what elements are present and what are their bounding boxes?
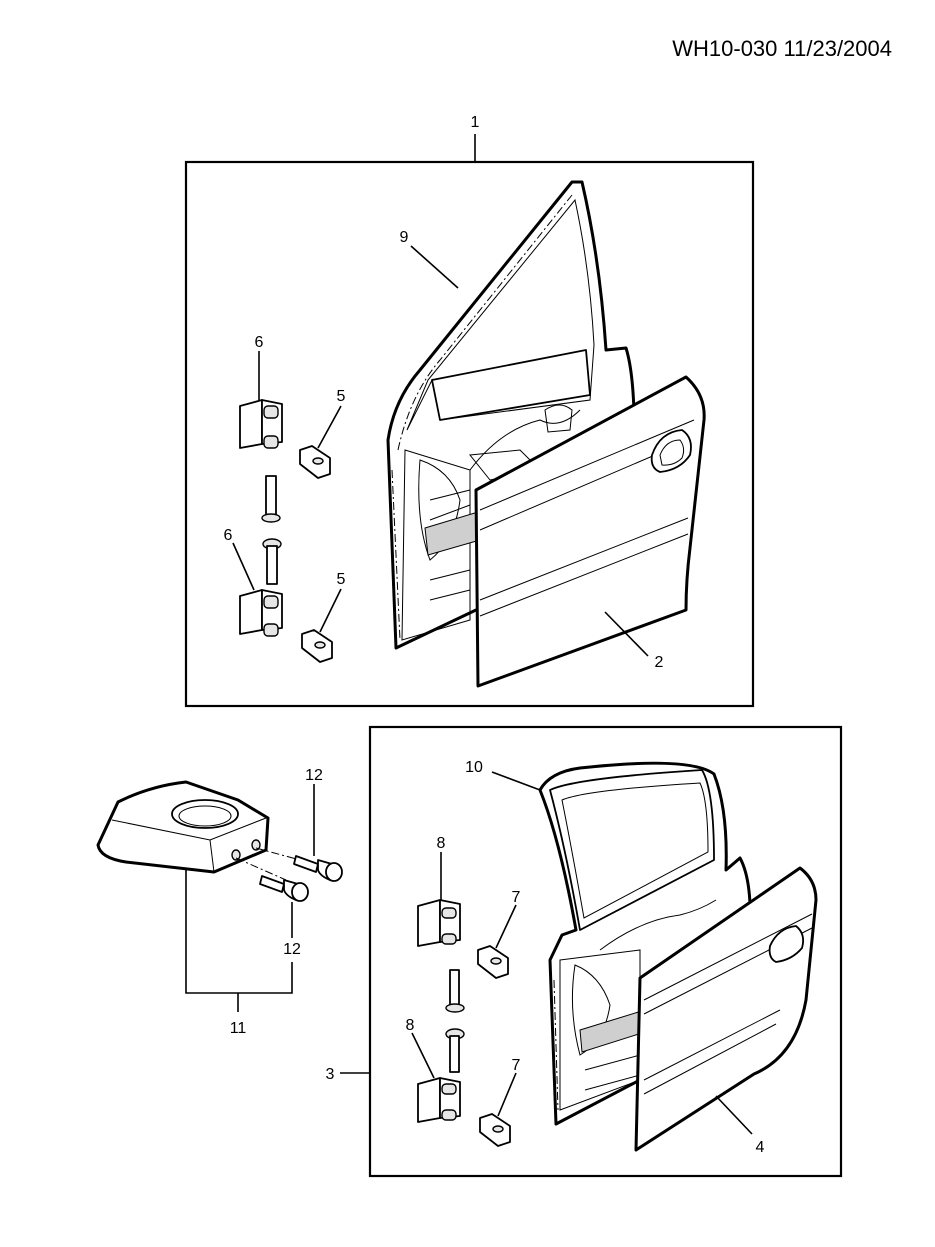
rear-door-outer-panel — [634, 866, 818, 1152]
callout-7a-leader — [495, 904, 517, 949]
front-upper-bumper — [299, 445, 331, 479]
diagram-code: WH10-030 11/23/2004 — [672, 36, 892, 61]
rear-lower-bumper — [479, 1113, 511, 1147]
callout-12a: 12 — [305, 767, 323, 784]
front-upper-hinge — [239, 399, 283, 449]
callout-4-leader — [715, 1095, 753, 1135]
callout-5b-leader — [319, 588, 342, 633]
callout-9: 9 — [400, 229, 409, 246]
callout-2-leader — [604, 611, 649, 657]
callout-3: 3 — [326, 1066, 335, 1083]
callout-10-leader — [491, 771, 541, 791]
front-door-outer-panel — [474, 375, 706, 688]
callout-8b: 8 — [406, 1017, 415, 1034]
rear-lower-hinge — [417, 1077, 461, 1123]
callout-11: 11 — [230, 1020, 247, 1037]
callout-2: 2 — [655, 654, 664, 671]
rear-upper-bumper — [477, 945, 509, 979]
callout-6b: 6 — [224, 527, 233, 544]
callout-11-bracket — [185, 870, 293, 994]
callout-9-leader — [410, 245, 459, 289]
mirror-bracket-assembly — [96, 780, 301, 881]
callout-7b: 7 — [512, 1057, 521, 1074]
callout-5a-leader — [317, 405, 342, 449]
front-hinge-pin-lower — [262, 538, 282, 585]
bracket-bolt-lower — [259, 875, 309, 902]
callout-7b-leader — [497, 1072, 517, 1117]
callout-4: 4 — [756, 1139, 765, 1156]
callout-6a: 6 — [255, 334, 264, 351]
callout-10: 10 — [465, 759, 483, 776]
callout-12b: 12 — [283, 941, 301, 958]
callout-6b-leader — [232, 542, 255, 591]
rear-hinge-pin-upper — [445, 969, 465, 1013]
rear-hinge-pin-lower — [445, 1028, 465, 1073]
front-lower-bumper — [301, 629, 333, 663]
front-lower-hinge — [239, 589, 283, 637]
callout-5a: 5 — [337, 388, 346, 405]
front-door-assembly: 1 9 2 — [184, 114, 755, 708]
front-door-frame — [184, 160, 755, 708]
callout-8a: 8 — [437, 835, 446, 852]
front-hinge-pin-upper — [261, 475, 281, 523]
callout-1: 1 — [471, 114, 480, 131]
callout-7a: 7 — [512, 889, 521, 906]
rear-door-assembly: 3 10 4 — [326, 725, 843, 1178]
rear-door-frame — [368, 725, 843, 1178]
rear-upper-hinge — [417, 899, 461, 947]
callout-8b-leader — [411, 1032, 435, 1079]
callout-5b: 5 — [337, 571, 346, 588]
bracket-bolt-upper — [293, 855, 343, 882]
